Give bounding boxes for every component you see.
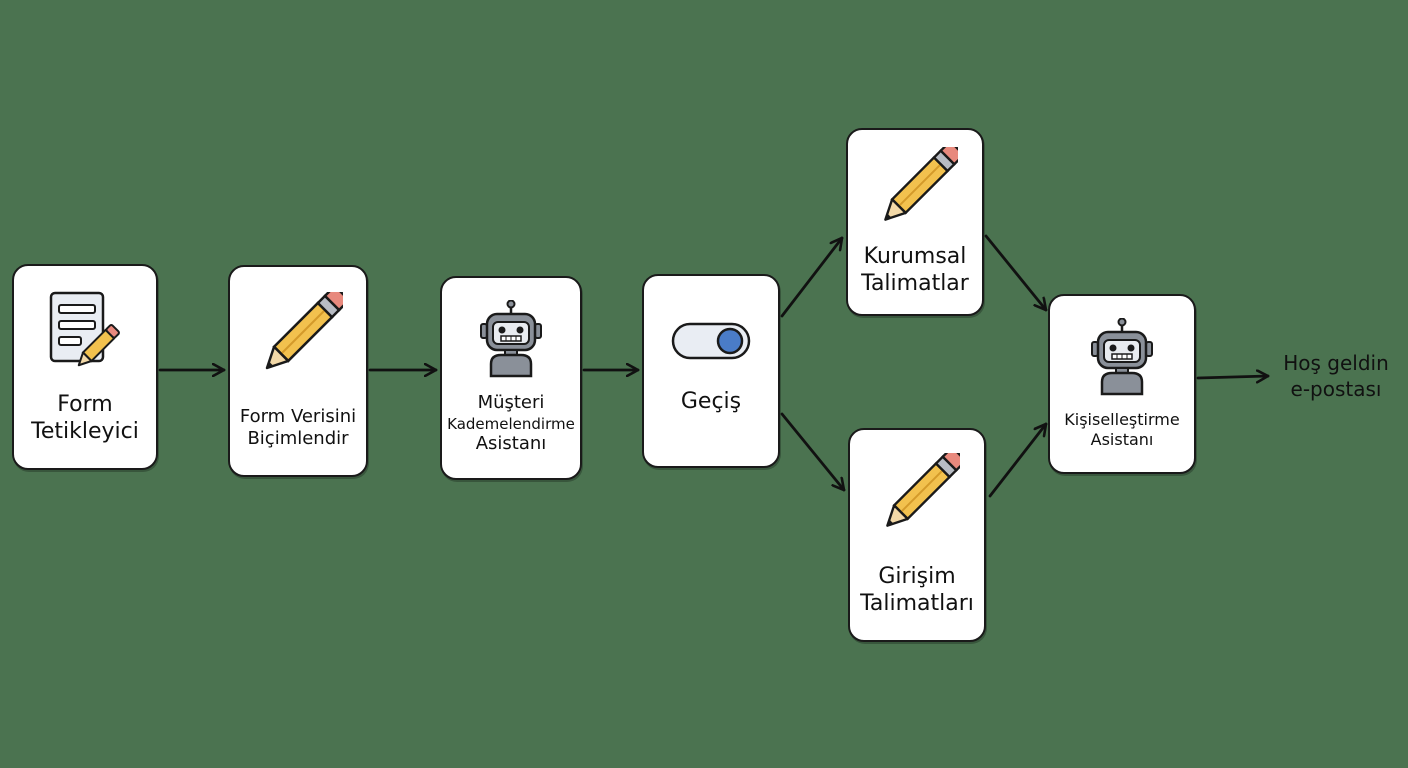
startup-instructions-node[interactable]: Girişim Talimatları — [848, 428, 986, 642]
toggle-switch-icon — [671, 322, 751, 360]
startup-instructions-label-line2: Talimatları — [860, 591, 974, 616]
arrow-switch-to-startup — [780, 412, 846, 492]
customer-tiering-label-line2: Kademelendirme — [447, 414, 575, 433]
personalization-assistant-node[interactable]: Kişiselleştirme Asistanı — [1048, 294, 1196, 474]
switch-node[interactable]: Geçiş — [642, 274, 780, 468]
personalization-label-line1: Kişiselleştirme — [1064, 410, 1180, 429]
pencil-icon — [884, 146, 958, 221]
pencil-icon — [886, 452, 960, 527]
robot-icon — [480, 300, 542, 378]
form-trigger-label-line2: Tetikleyici — [31, 419, 139, 444]
pencil-icon — [265, 291, 343, 369]
arrow-startup-to-personalization — [988, 422, 1048, 498]
format-data-label-line1: Form Verisini — [239, 405, 357, 427]
startup-instructions-label-line1: Girişim — [878, 563, 956, 589]
welcome-email-output: Hoş geldin e-postası — [1268, 350, 1404, 402]
personalization-label-line2: Asistanı — [1090, 430, 1154, 449]
format-data-label-line2: Biçimlendir — [247, 428, 349, 449]
form-document-icon — [49, 291, 120, 366]
arrow-corporate-to-personalization — [984, 234, 1048, 312]
arrow-personalization-to-output — [1196, 376, 1270, 378]
form-trigger-node[interactable]: Form Tetikleyici — [12, 264, 158, 470]
switch-label: Geçiş — [680, 389, 742, 414]
arrow-switch-to-corporate — [780, 236, 844, 318]
customer-tiering-node[interactable]: Müşteri Kademelendirme Asistanı — [440, 276, 582, 480]
corporate-instructions-label-line2: Talimatlar — [861, 271, 969, 296]
output-label-line2: e-postası — [1290, 377, 1382, 401]
corporate-instructions-node[interactable]: Kurumsal Talimatlar — [846, 128, 984, 316]
form-trigger-label-line1: Form — [57, 391, 113, 417]
output-label-line1: Hoş geldin — [1283, 351, 1389, 375]
customer-tiering-label-line1: Müşteri — [477, 392, 545, 414]
corporate-instructions-label-line1: Kurumsal — [863, 243, 967, 269]
robot-icon — [1091, 318, 1153, 396]
format-data-node[interactable]: Form Verisini Biçimlendir — [228, 265, 368, 477]
customer-tiering-label-line3: Asistanı — [475, 433, 547, 455]
